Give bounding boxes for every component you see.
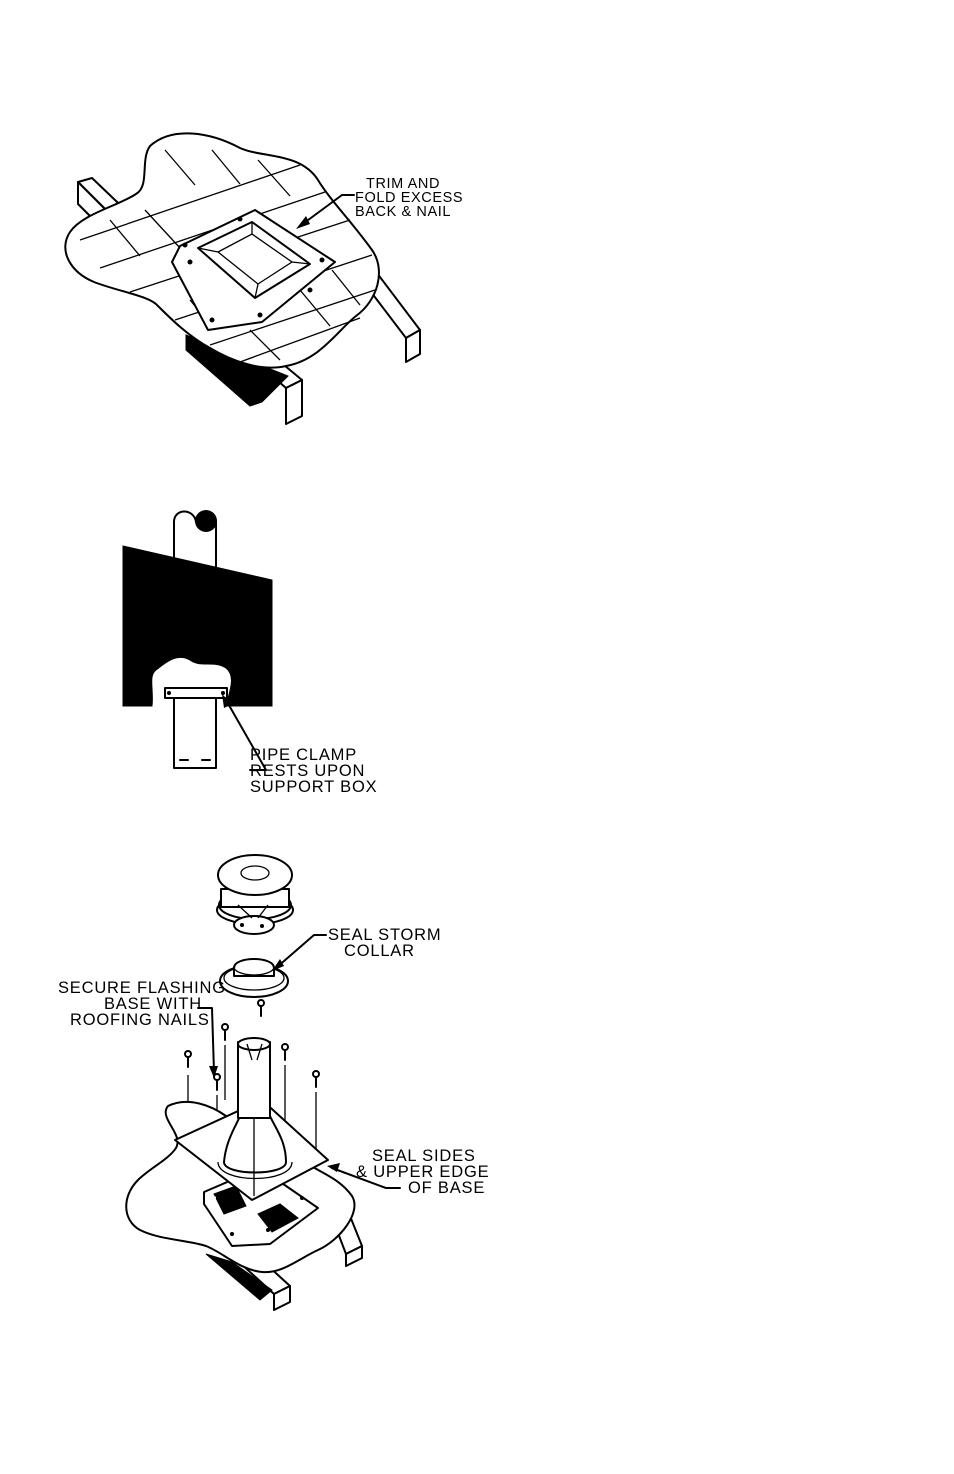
figure-pipe-clamp: PIPE CLAMP RESTS UPON SUPPORT BOX xyxy=(123,510,377,796)
figure-storm-collar-assembly: SEAL STORM COLLAR xyxy=(58,855,489,1310)
callout-storm-collar-line-2: COLLAR xyxy=(344,942,415,960)
pipe-section xyxy=(174,692,216,768)
figure-roof-opening: TRIM AND FOLD EXCESS BACK & NAIL xyxy=(65,133,463,424)
callout-clamp-line-3: SUPPORT BOX xyxy=(250,778,377,796)
vent-pipe xyxy=(238,1042,270,1118)
callout-edge-line-3: OF BASE xyxy=(408,1179,485,1197)
support-box xyxy=(123,546,272,706)
callout-leader-storm-collar xyxy=(276,935,326,968)
callout-nails-line-3: ROOFING NAILS xyxy=(70,1011,210,1029)
pipe-clamp xyxy=(165,688,227,698)
callout-trim-line-3: BACK & NAIL xyxy=(355,204,451,220)
rain-cap xyxy=(217,855,293,934)
